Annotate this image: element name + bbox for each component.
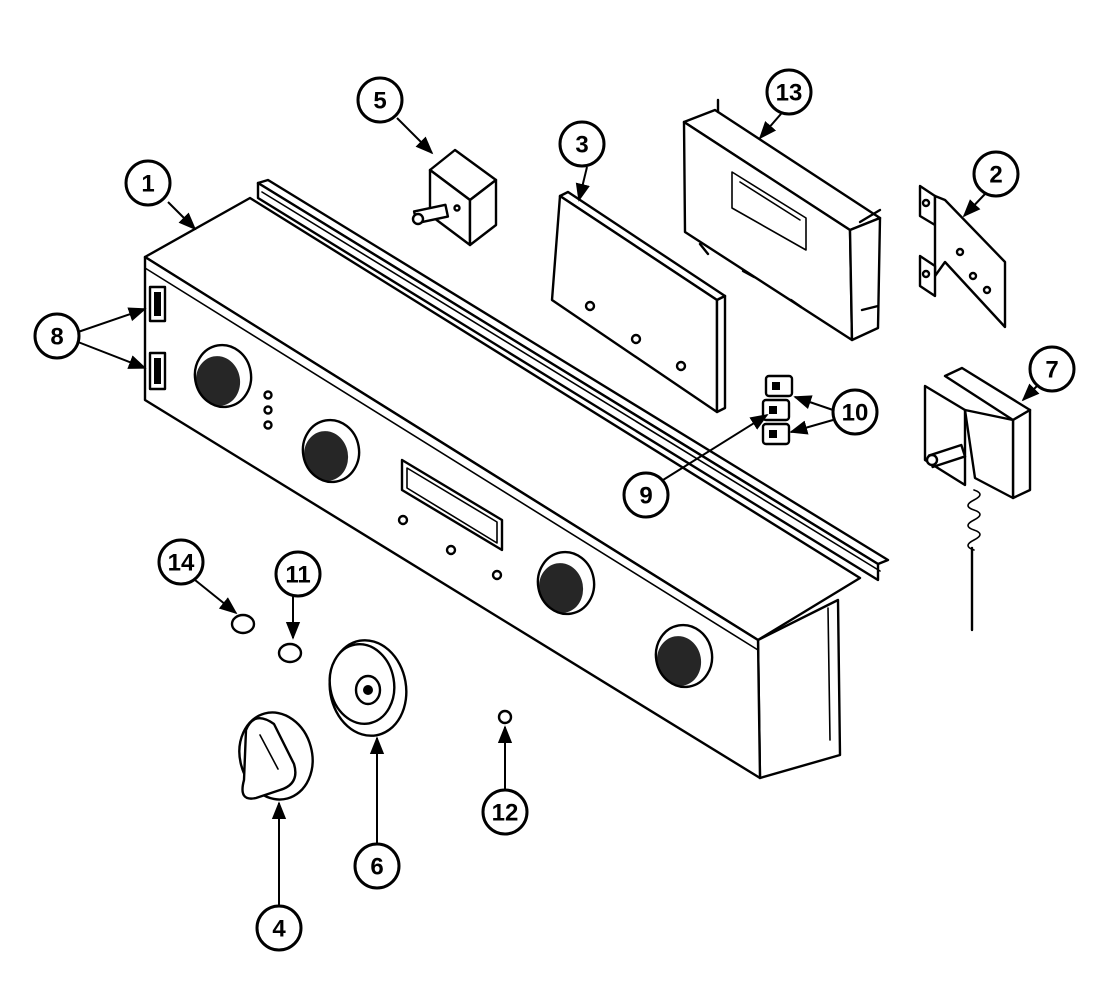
svg-text:11: 11 bbox=[285, 562, 310, 589]
bracket-part bbox=[918, 184, 1007, 329]
callout-13: 13 bbox=[765, 68, 813, 116]
callout-8: 8 bbox=[33, 312, 81, 360]
svg-text:3: 3 bbox=[575, 132, 588, 159]
callout-11: 11 bbox=[274, 550, 322, 598]
callout-6: 6 bbox=[353, 842, 401, 890]
overlay-panel-part bbox=[550, 190, 727, 414]
svg-text:5: 5 bbox=[373, 88, 386, 115]
bezel-part bbox=[328, 639, 408, 737]
callout-9: 9 bbox=[622, 471, 670, 519]
callout-3: 3 bbox=[558, 120, 606, 168]
callout-5: 5 bbox=[356, 76, 404, 124]
small-parts bbox=[230, 613, 513, 725]
control-panel-part bbox=[143, 178, 890, 780]
callout-14: 14 bbox=[157, 538, 205, 586]
thermostat-part bbox=[923, 366, 1032, 632]
svg-text:7: 7 bbox=[1045, 357, 1058, 384]
knob-part bbox=[238, 711, 314, 801]
control-board-part bbox=[682, 98, 882, 342]
svg-text:12: 12 bbox=[492, 800, 519, 827]
svg-text:1: 1 bbox=[141, 171, 154, 198]
svg-text:6: 6 bbox=[370, 854, 383, 881]
switch-part bbox=[411, 148, 498, 247]
svg-text:9: 9 bbox=[639, 483, 652, 510]
callout-12: 12 bbox=[481, 788, 529, 836]
svg-text:2: 2 bbox=[989, 162, 1002, 189]
svg-text:8: 8 bbox=[50, 324, 63, 351]
callout-10: 10 bbox=[831, 388, 879, 436]
leader-lines bbox=[77, 106, 1041, 906]
svg-text:4: 4 bbox=[272, 916, 286, 943]
svg-text:13: 13 bbox=[776, 80, 803, 107]
svg-text:10: 10 bbox=[842, 400, 869, 427]
callout-4: 4 bbox=[255, 904, 303, 952]
svg-text:14: 14 bbox=[168, 550, 195, 577]
callout-2: 2 bbox=[972, 150, 1020, 198]
connectors-part bbox=[761, 374, 794, 446]
callout-7: 7 bbox=[1028, 345, 1076, 393]
callout-1: 1 bbox=[124, 159, 172, 207]
